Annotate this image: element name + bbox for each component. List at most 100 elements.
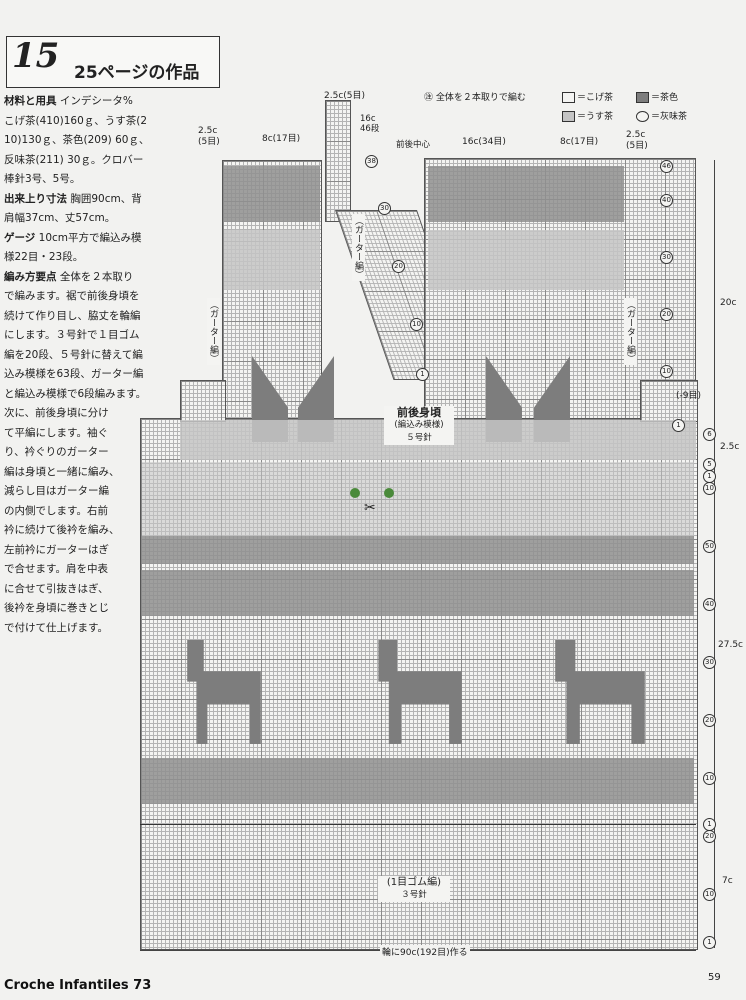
instruction-line: と編込み模様で6段編みます。 (4, 385, 174, 405)
garter-label-right: （ガーター編） (624, 298, 637, 365)
instruction-text: 肩幅37cm、丈57cm。 (4, 212, 116, 224)
body-needle: ５号針 (406, 433, 432, 443)
instruction-line: 10)130ｇ、茶色(209) 60ｇ、 (4, 131, 174, 151)
collar-row-number: 30 (378, 202, 391, 215)
motif-band-top-right (428, 166, 624, 222)
instruction-text: 10cm平方で編込み模 (38, 231, 142, 244)
dot-band (142, 536, 694, 564)
collar-row-number: 20 (392, 260, 405, 273)
instruction-text: と編込み模様で6段編みます。 (4, 387, 147, 400)
title-box (6, 36, 220, 88)
instruction-line: で合せます。肩を中表 (4, 560, 174, 580)
side-dim-minus9: (-9目) (676, 391, 701, 401)
legend-item-grey-brown: ＝灰味茶 (636, 109, 687, 122)
rib-needle: ３号針 (401, 890, 427, 900)
dim-left-neck: 8c(17目) (262, 134, 301, 144)
dim-collar-top: 2.5c(5目) (324, 91, 366, 101)
instruction-line: 材料と用具 インデシータ% (4, 92, 174, 112)
side-dim-7: 7c (722, 876, 733, 886)
garter-label-collar: （ガーター編） (352, 214, 365, 281)
legend-note: ㊟ 全体を２本取りで編む (424, 93, 526, 103)
dim-right-neck: 8c(17目) (560, 137, 599, 147)
page-number: 59 (708, 972, 721, 983)
row-number: 40 (660, 194, 673, 207)
swatch-icon (636, 92, 649, 103)
body-subtitle: (編込み模様) (394, 420, 444, 430)
row-number: 1 (703, 936, 716, 949)
legend-item-brown: ＝茶色 (636, 90, 678, 103)
instruction-text: で合せます。肩を中表 (4, 563, 108, 575)
bottom-dim: 輪に90c(192目)作る (380, 945, 470, 958)
instruction-line: にします。３号針で１目ゴム (4, 326, 174, 346)
legend-item-dark-brown: ＝こげ茶 (562, 90, 613, 103)
instruction-line: に合せて引抜きはぎ、 (4, 580, 174, 600)
dim-collar-side: 16c 46段 (360, 114, 380, 134)
body-title: 前後身頃 (397, 406, 441, 419)
body-label: 前後身頃 (編込み模様) ５号針 (384, 406, 454, 445)
instruction-label: 編み方要点 (4, 270, 57, 283)
instruction-text: の内側でします。右前 (4, 504, 108, 517)
instruction-line: で付けて仕上げます。 (4, 619, 174, 639)
instruction-line: 様22目・23段。 (4, 248, 174, 268)
legend-item-light-brown: ＝うす茶 (562, 109, 613, 122)
side-dim-line (714, 160, 715, 948)
slash-swatch-icon (562, 111, 575, 122)
side-dim-2-5: 2.5c (720, 442, 740, 452)
footer-source: Croche Infantiles 73 (4, 978, 152, 993)
instruction-text: 編を20段、５号針に替えて編 (4, 348, 143, 361)
row-number: 1 (672, 419, 685, 432)
pattern-title: 25ページの作品 (74, 63, 200, 83)
side-dim-20: 20c (720, 298, 737, 308)
instruction-line: こげ茶(410)160ｇ、うす茶(2 (4, 112, 174, 132)
instruction-line: 編は身頃と一緒に編み、 (4, 463, 174, 483)
rib-divider (140, 824, 696, 825)
instruction-text: 様22目・23段。 (4, 251, 84, 263)
row-number: 46 (660, 160, 673, 173)
icicle-band-right (428, 230, 624, 290)
wave-band-lower (142, 758, 694, 804)
instruction-line: 続けて作り目し、脇丈を輪編 (4, 307, 174, 327)
instruction-line: て平編にします。袖ぐ (4, 424, 174, 444)
row-number: 50 (703, 540, 716, 553)
instruction-line: で編みます。裾で前後身頃を (4, 287, 174, 307)
grid-left-armhole (180, 380, 226, 422)
icicle-band-left (224, 230, 320, 290)
row-number: 30 (660, 251, 673, 264)
dim-right-shoulder: 2.5c (5目) (626, 130, 648, 151)
instruction-text: に合せて引抜きはぎ、 (4, 582, 109, 595)
row-number: 10 (703, 772, 716, 785)
instruction-text: 編は身頃と一緒に編み、 (4, 465, 120, 478)
icicle-band-lower (142, 462, 694, 536)
side-dim-27-5: 27.5c (718, 640, 743, 650)
circle-swatch-icon (636, 111, 649, 122)
instruction-text: 続けて作り目し、脇丈を輪編 (4, 309, 141, 322)
instruction-line: 棒針3号、5号。 (4, 170, 174, 190)
instruction-text: にします。３号針で１目ゴム (4, 329, 140, 341)
instruction-line: 編み方要点 全体を２本取り (4, 268, 174, 288)
dim-left-shoulder: 2.5c (5目) (198, 126, 220, 147)
instruction-text: 後衿を身頃に巻きとじ (4, 602, 109, 614)
instruction-text: 込み模様を63段、ガーター編 (4, 368, 144, 380)
instruction-text: 反味茶(211) 30ｇ。クロバー (4, 153, 144, 166)
instruction-line: ゲージ 10cm平方で編込み模 (4, 229, 174, 249)
row-number: 10 (703, 888, 716, 901)
row-number: 20 (703, 830, 716, 843)
instruction-text: 10)130ｇ、茶色(209) 60ｇ、 (4, 134, 150, 146)
instruction-text: 胸囲90cm、背 (70, 192, 142, 205)
instruction-text: 衿に続けて後衿を編み、 (4, 524, 120, 536)
instruction-text: 減らし目はガーター編 (4, 485, 109, 497)
instruction-line: 減らし目はガーター編 (4, 482, 174, 502)
row-number: 20 (660, 308, 673, 321)
instruction-line: 反味茶(211) 30ｇ。クロバー (4, 151, 174, 171)
instruction-line: の内側でします。右前 (4, 502, 174, 522)
swatch-icon (562, 92, 575, 103)
instruction-text: インデシータ% (59, 95, 133, 107)
rib-label: (1目ゴム編) ３号針 (378, 876, 450, 902)
marker-dot-icon (384, 488, 394, 498)
instruction-label: 出来上り寸法 (4, 192, 67, 205)
instruction-line: り、衿ぐりのガーター (4, 443, 174, 463)
dim-center-label: 前後中心 (396, 140, 431, 150)
dim-front-width: 16c(34目) (462, 137, 506, 147)
instruction-line: 編を20段、５号針に替えて編 (4, 346, 174, 366)
grid-collar (325, 100, 351, 222)
